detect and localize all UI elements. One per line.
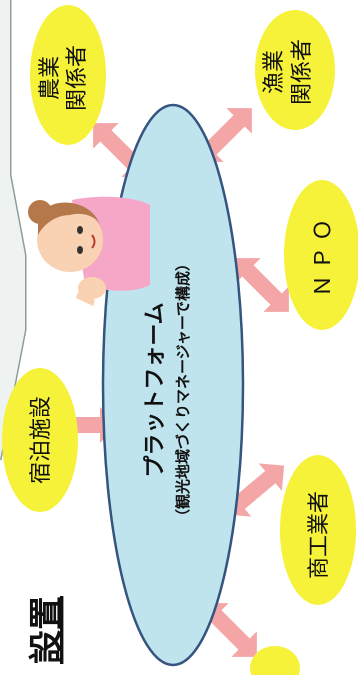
platform-subtitle: （観光地域づくりマネージャーで構成）	[174, 256, 192, 524]
bubble-npo	[284, 180, 358, 330]
label-npo: ＮＰＯ	[311, 213, 336, 297]
person-pointing-icon	[28, 196, 150, 306]
labels: 農業 関係者 漁業 関係者 ＮＰＯ 宿泊施設 商工業者 プラットフォーム （観光…	[27, 39, 336, 664]
double-arrow-icon	[42, 407, 118, 443]
double-arrow-icon	[235, 258, 289, 312]
bubble-commerce	[280, 455, 356, 605]
double-arrow-icon	[203, 603, 257, 657]
bubbles	[2, 5, 358, 675]
label-agriculture-line2: 関係者	[65, 45, 90, 111]
label-fishery-line2: 関係者	[290, 39, 315, 105]
platform-title: プラットフォーム	[143, 302, 168, 477]
label-commerce: 商工業者	[307, 491, 332, 579]
background-panel	[0, 0, 27, 461]
label-fishery-line1: 漁業	[262, 50, 287, 94]
bubble-partial	[250, 646, 300, 675]
label-lodging: 宿泊施設	[29, 396, 54, 484]
platform-ellipse	[101, 103, 245, 667]
bubble-fishery	[255, 10, 335, 130]
label-agriculture-line1: 農業	[38, 56, 63, 100]
setup-label: 設置	[27, 596, 67, 664]
double-arrow-icon	[225, 463, 285, 517]
bubble-agriculture	[30, 5, 106, 145]
bubble-lodging	[2, 368, 78, 512]
